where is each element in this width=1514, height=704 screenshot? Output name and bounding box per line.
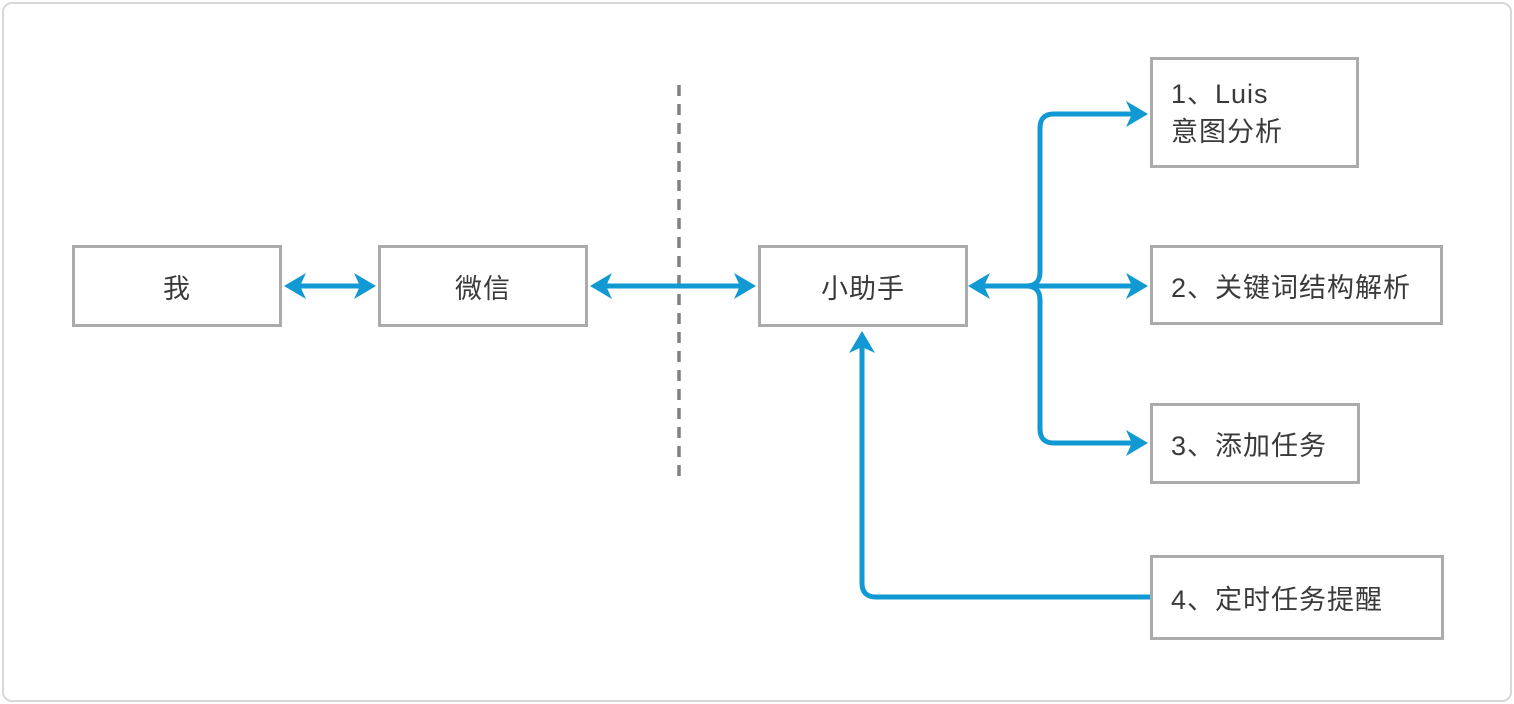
node-me-label: 我	[163, 273, 191, 304]
node-step-3-add-task: 3、添加任务	[1150, 403, 1360, 484]
arrowhead-up-icon	[849, 331, 875, 353]
node-assistant-label: 小助手	[821, 273, 905, 304]
connector-assistant-step3	[1000, 283, 1148, 456]
arrowhead-right-icon	[1126, 430, 1148, 456]
arrowhead-left-icon	[590, 273, 612, 299]
node-step-2-label: 2、关键词结构解析	[1171, 272, 1412, 303]
arrow-assistant-step2	[968, 273, 1148, 299]
connector-step4-assistant-line	[859, 347, 1150, 600]
connector-assistant-step3-line	[1000, 283, 1132, 446]
node-step-2-keyword-parse: 2、关键词结构解析	[1150, 245, 1443, 325]
arrowhead-right-icon	[1126, 101, 1148, 127]
arrowhead-right-icon	[1126, 273, 1148, 299]
node-step-1-line-2: 意图分析	[1171, 116, 1283, 147]
node-me: 我	[72, 245, 282, 327]
connector-assistant-step1-line	[1000, 111, 1132, 289]
node-step-1-line-1: 1、Luis	[1171, 78, 1269, 109]
arrowhead-left-icon	[284, 273, 306, 299]
node-wechat-label: 微信	[455, 273, 511, 304]
arrowhead-right-icon	[734, 273, 756, 299]
connector-step4-assistant	[849, 331, 1150, 600]
node-assistant: 小助手	[758, 245, 968, 327]
node-step-4-timed-reminder: 4、定时任务提醒	[1150, 555, 1444, 640]
arrowhead-right-icon	[354, 273, 376, 299]
arrow-me-wechat	[284, 273, 376, 299]
node-step-4-label: 4、定时任务提醒	[1171, 585, 1384, 615]
arrow-wechat-assistant	[590, 273, 756, 299]
node-wechat: 微信	[378, 245, 588, 327]
connector-assistant-step1	[1000, 101, 1148, 289]
node-step-3-label: 3、添加任务	[1171, 431, 1328, 461]
node-step-1-luis-intent: 1、Luis 意图分析	[1150, 57, 1359, 168]
arrowhead-left-icon	[968, 273, 990, 299]
